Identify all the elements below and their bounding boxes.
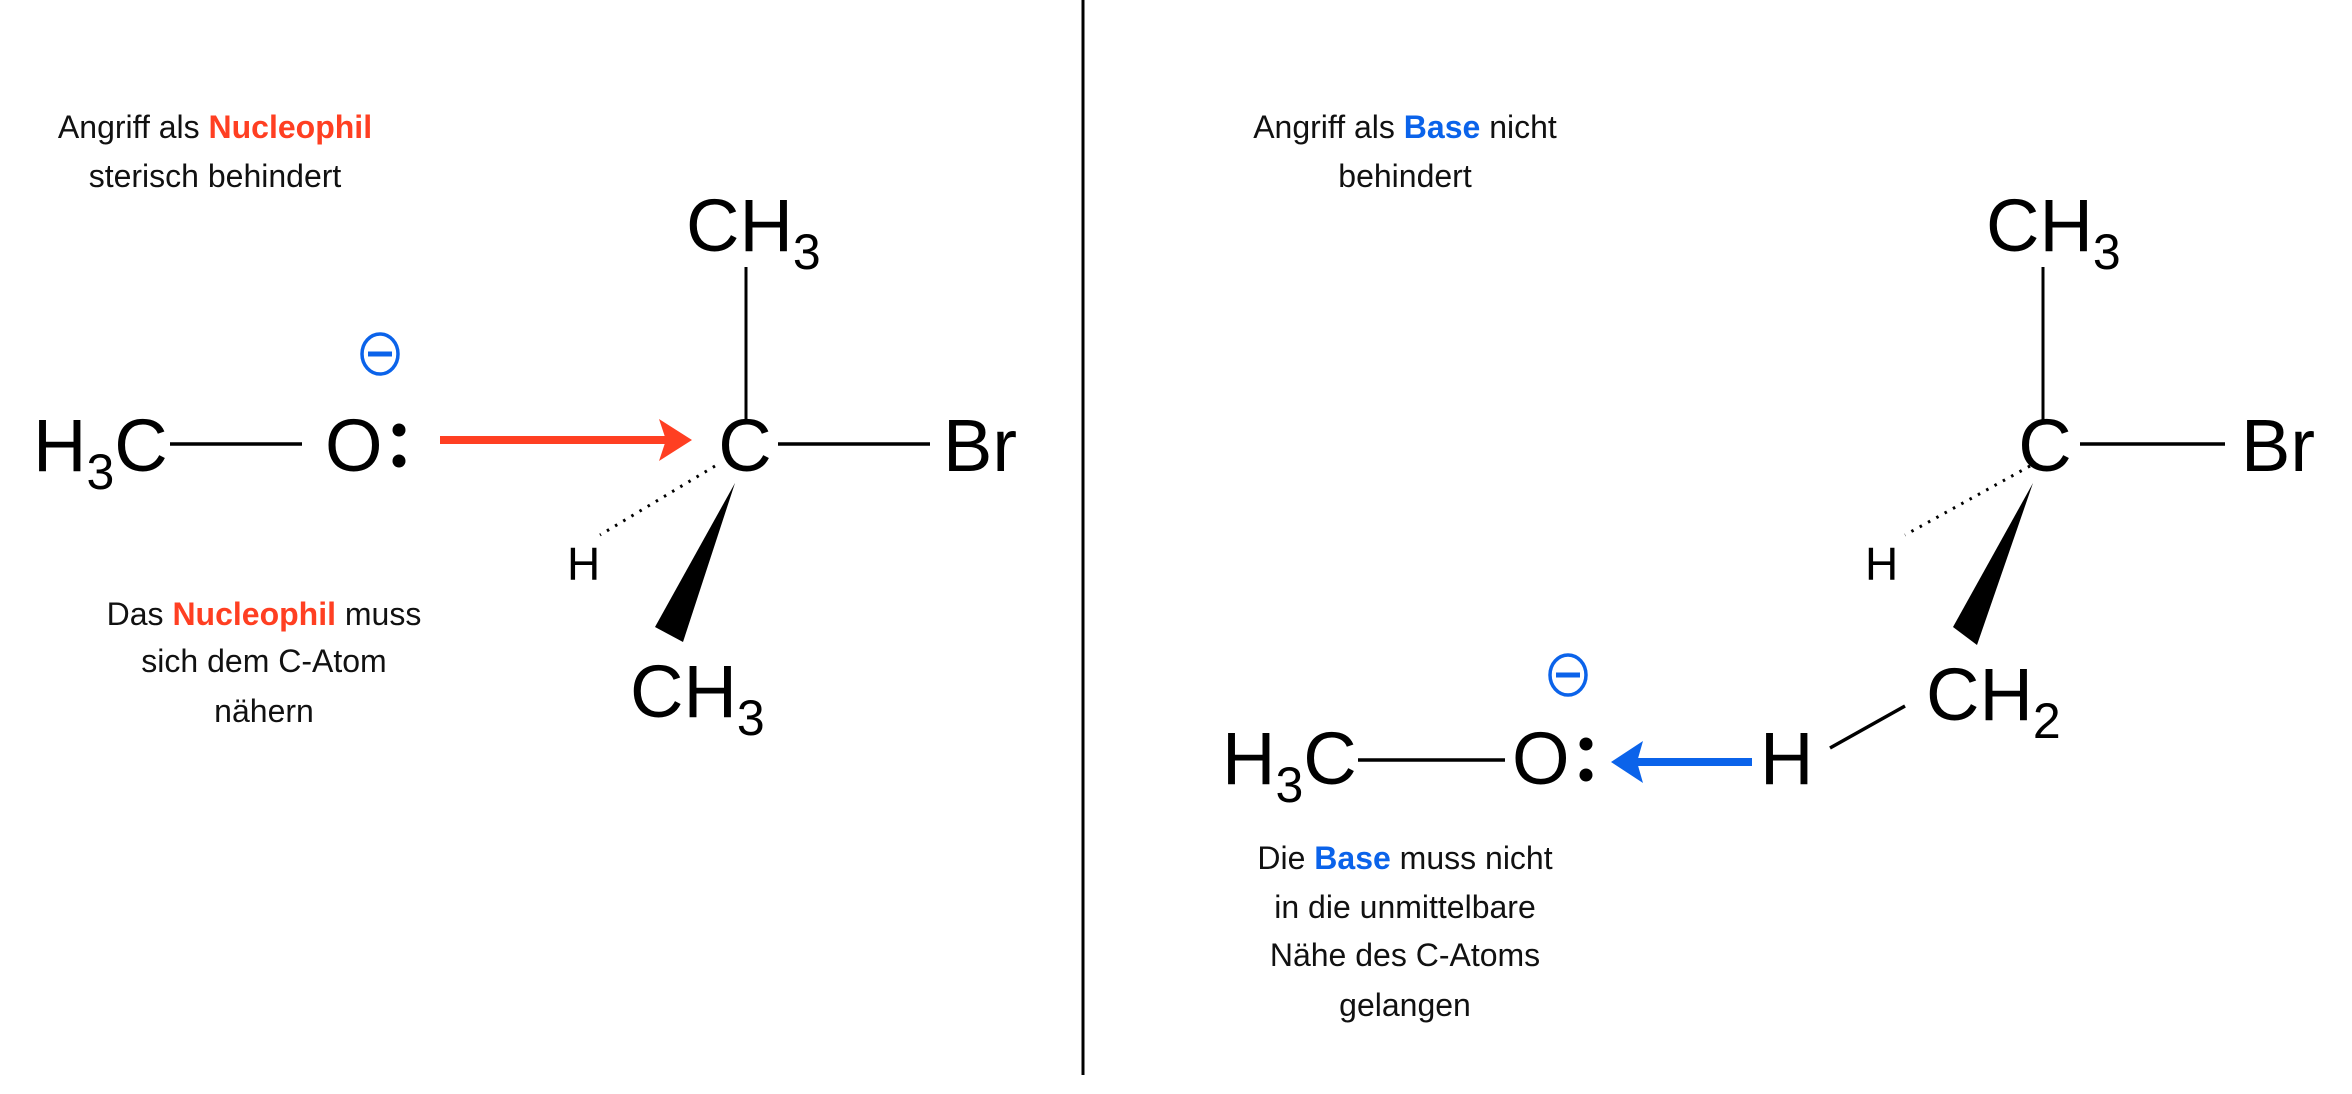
right-beta-hydrogen: H bbox=[1760, 717, 1813, 800]
left-wedge-bond bbox=[655, 483, 735, 642]
right-lone-pair-dot bbox=[1579, 737, 1593, 751]
right-lone-pair-dot bbox=[1579, 768, 1593, 782]
right-caption-line3: Nähe des C-Atoms bbox=[1270, 937, 1540, 973]
right-oxygen: O bbox=[1512, 717, 1570, 800]
left-wedge-methyl: CH3 bbox=[630, 650, 765, 746]
right-caption-line2: in die unmittelbare bbox=[1274, 889, 1535, 925]
right-wedge-bond bbox=[1953, 483, 2033, 645]
right-caption-line4: gelangen bbox=[1339, 987, 1471, 1023]
right-top-methyl: CH3 bbox=[1986, 184, 2121, 280]
left-oxygen: O bbox=[325, 404, 383, 487]
left-title-line1: Angriff als Nucleophil bbox=[58, 109, 372, 145]
right-negative-charge-icon bbox=[1548, 653, 1588, 697]
left-title-line2: sterisch behindert bbox=[89, 158, 342, 194]
left-negative-charge-icon bbox=[360, 332, 400, 376]
right-hashed-hydrogen: H bbox=[1865, 538, 1898, 590]
right-title-line1: Angriff als Base nicht bbox=[1253, 109, 1557, 145]
nucleophile-attack-arrow bbox=[440, 419, 692, 461]
left-caption-line1: Das Nucleophil muss bbox=[107, 596, 422, 632]
right-title-line2: behindert bbox=[1338, 158, 1472, 194]
left-caption-line2: sich dem C-Atom bbox=[141, 643, 386, 679]
left-methyl-group: H3C bbox=[33, 404, 168, 500]
left-caption-line3: nähern bbox=[214, 693, 314, 729]
left-lone-pair-dot bbox=[392, 423, 406, 437]
right-c-h-bond bbox=[1829, 704, 1906, 750]
left-top-methyl: CH3 bbox=[686, 184, 821, 280]
right-methyl-group: H3C bbox=[1222, 717, 1357, 813]
left-lone-pair-dot bbox=[392, 454, 406, 468]
left-bromine: Br bbox=[943, 404, 1017, 487]
right-bromine: Br bbox=[2241, 404, 2315, 487]
left-hashed-hydrogen: H bbox=[567, 538, 600, 590]
left-hashed-bond bbox=[599, 464, 716, 537]
right-panel: Angriff als Base nicht behindert CH3 C B… bbox=[1222, 109, 2315, 1023]
right-wedge-methylene: CH2 bbox=[1926, 653, 2061, 749]
base-attack-arrow bbox=[1611, 741, 1752, 783]
left-panel: Angriff als Nucleophil sterisch behinder… bbox=[33, 109, 1017, 746]
right-caption-line1: Die Base muss nicht bbox=[1257, 840, 1552, 876]
right-central-carbon: C bbox=[2018, 404, 2071, 487]
